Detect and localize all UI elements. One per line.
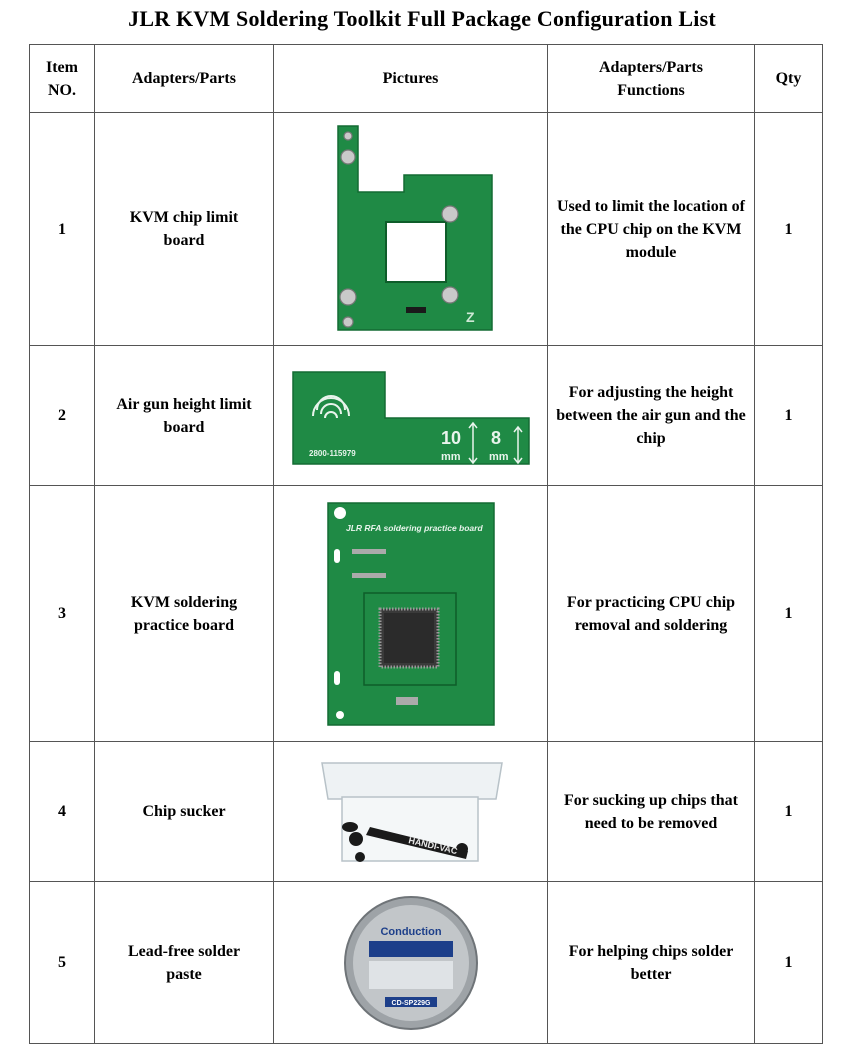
table-row: 5 Lead-free solder paste Conduction CD-S… <box>29 881 823 1044</box>
item-number: 4 <box>29 741 95 882</box>
table-header-row: Item NO. Adapters/Parts Pictures Adapter… <box>29 44 823 113</box>
part-name: KVM soldering practice board <box>94 485 274 742</box>
page-title: JLR KVM Soldering Toolkit Full Package C… <box>128 6 716 31</box>
header-pictures: Pictures <box>273 44 548 113</box>
svg-text:Z: Z <box>466 309 475 325</box>
part-function: For sucking up chips that need to be rem… <box>547 741 755 882</box>
practice-board-label: JLR RFA soldering practice board <box>346 523 483 533</box>
height-limit-board-image: 2800-115979 10 mm 8 mm <box>291 370 530 465</box>
board-unit-1: mm <box>441 451 461 463</box>
board-unit-2: mm <box>489 451 509 463</box>
board-part-number: 2800-115979 <box>309 449 356 458</box>
quantity: 1 <box>754 112 823 346</box>
solder-paste-model: CD-SP229G <box>391 1000 430 1007</box>
part-function: Used to limit the location of the CPU ch… <box>547 112 755 346</box>
part-name: KVM chip limit board <box>94 112 274 346</box>
table-row: 3 KVM soldering practice board JLR RFA s… <box>29 485 823 742</box>
part-picture: Conduction CD-SP229G <box>273 881 548 1044</box>
part-function: For adjusting the height between the air… <box>547 345 755 486</box>
part-picture: JLR RFA soldering practice board <box>273 485 548 742</box>
part-function: For practicing CPU chip removal and sold… <box>547 485 755 742</box>
quantity: 1 <box>754 741 823 882</box>
header-qty: Qty <box>754 44 823 113</box>
table-row: 1 KVM chip limit board Z Used to limit t… <box>29 112 823 346</box>
part-function: For helping chips solder better <box>547 881 755 1044</box>
chip-sucker-image: HANDI-VAC <box>320 761 503 862</box>
solder-paste-brand: Conduction <box>380 926 441 938</box>
part-picture: HANDI-VAC <box>273 741 548 882</box>
table-row: 4 Chip sucker HANDI-VAC For sucking up c… <box>29 741 823 882</box>
item-number: 5 <box>29 881 95 1044</box>
header-item-no: Item NO. <box>29 44 95 113</box>
configuration-table: Item NO. Adapters/Parts Pictures Adapter… <box>29 44 823 1044</box>
item-number: 1 <box>29 112 95 346</box>
solder-paste-tin-image: Conduction CD-SP229G <box>343 895 478 1030</box>
quantity: 1 <box>754 345 823 486</box>
board-height-8: 8 <box>491 428 501 448</box>
header-parts: Adapters/Parts <box>94 44 274 113</box>
part-name: Lead-free solder paste <box>94 881 274 1044</box>
part-name: Air gun height limit board <box>94 345 274 486</box>
part-picture: 2800-115979 10 mm 8 mm <box>273 345 548 486</box>
part-picture: Z <box>273 112 548 346</box>
header-functions: Adapters/Parts Functions <box>547 44 755 113</box>
item-number: 2 <box>29 345 95 486</box>
quantity: 1 <box>754 485 823 742</box>
chip-limit-board-image: Z <box>336 124 493 331</box>
part-name: Chip sucker <box>94 741 274 882</box>
board-height-10: 10 <box>441 428 461 448</box>
item-number: 3 <box>29 485 95 742</box>
table-row: 2 Air gun height limit board 2800-115979… <box>29 345 823 486</box>
quantity: 1 <box>754 881 823 1044</box>
practice-board-image: JLR RFA soldering practice board <box>326 501 495 726</box>
